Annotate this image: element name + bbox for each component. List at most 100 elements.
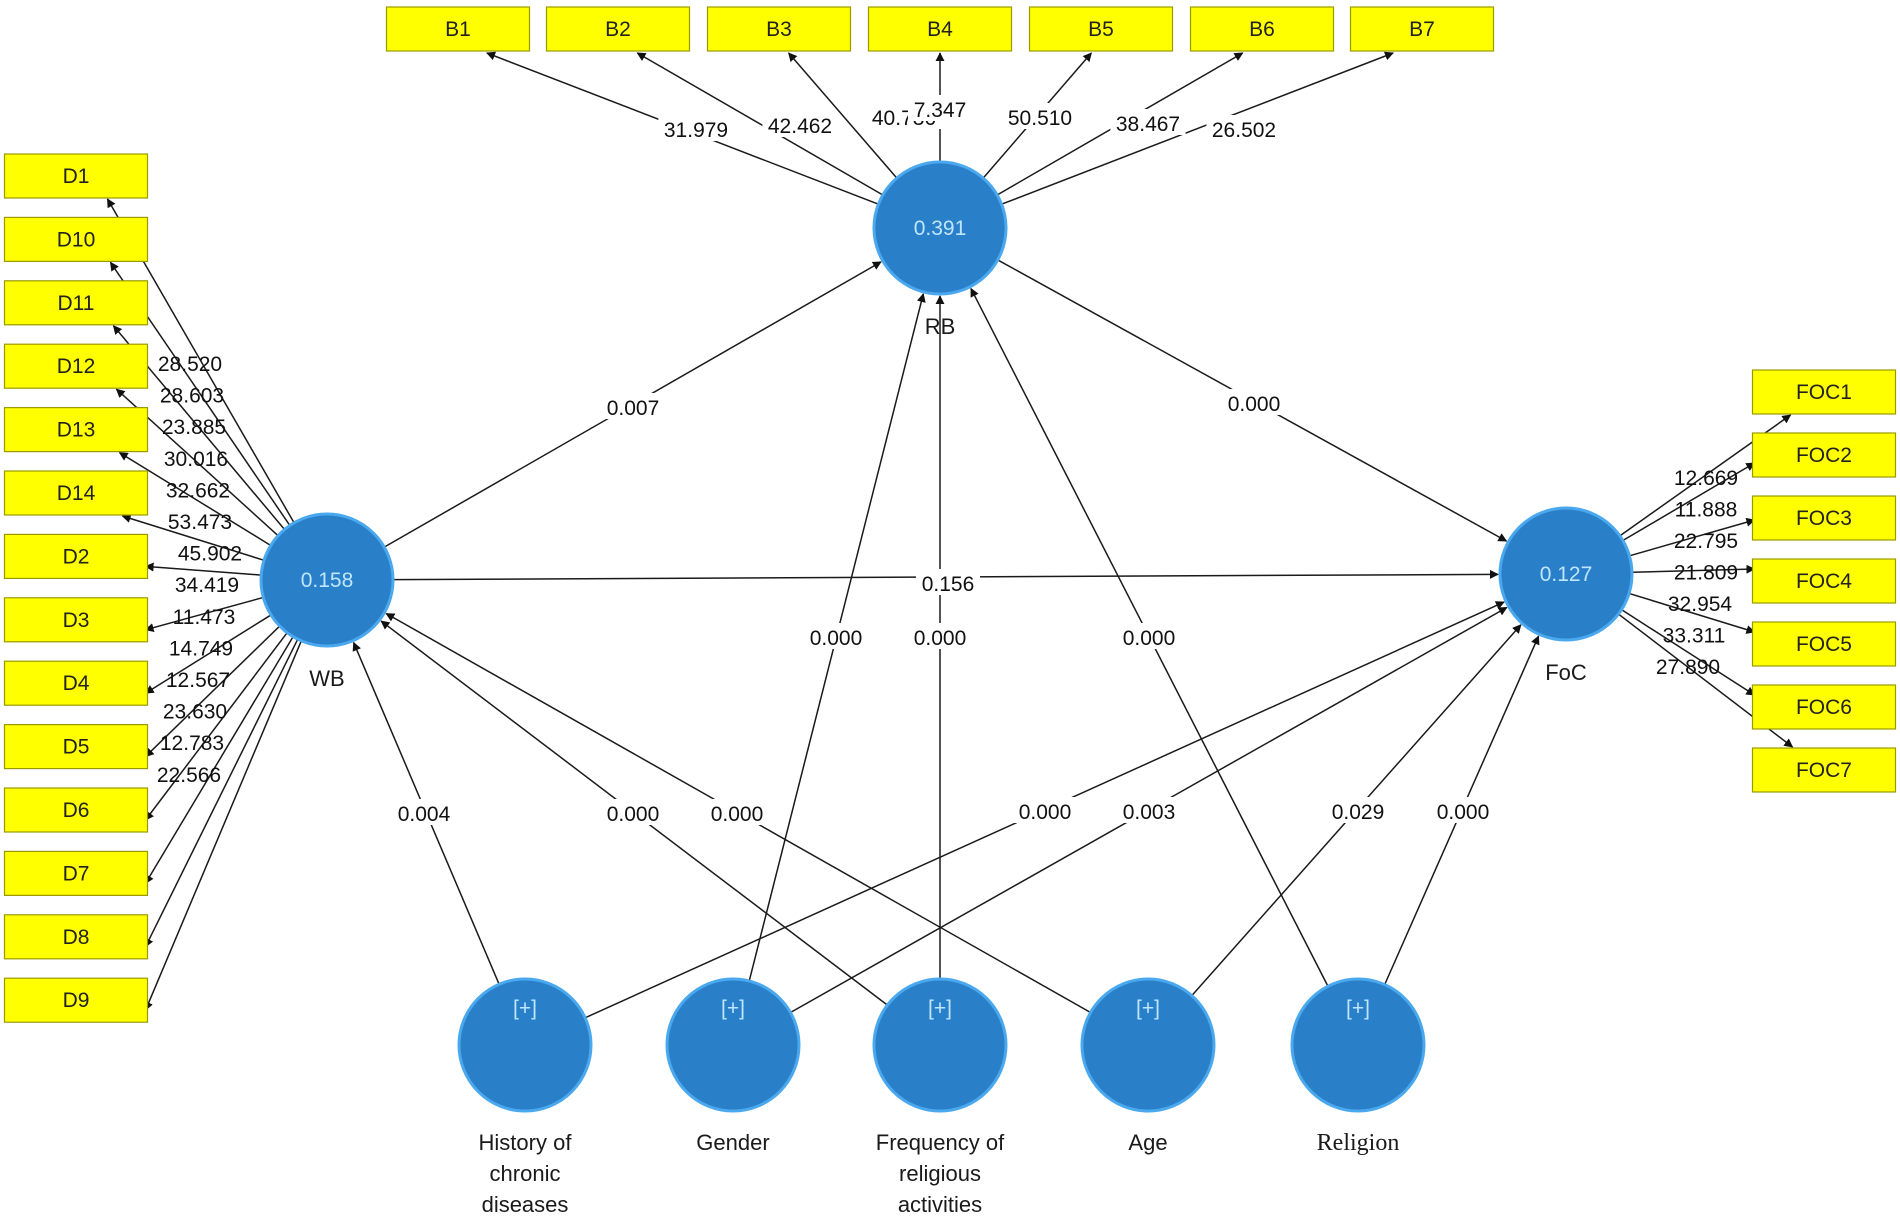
indicator-label: B4 (927, 18, 953, 41)
indicator-d8[interactable]: D8 (3, 914, 149, 960)
svg-text:32.662: 32.662 (166, 479, 230, 502)
indicator-d1[interactable]: D1 (3, 153, 149, 199)
indicator-foc3[interactable]: FOC3 (1751, 495, 1897, 541)
path-coefficient-age-wb: 0.000 (705, 799, 769, 826)
latent-circle (259, 512, 395, 648)
svg-text:45.902: 45.902 (178, 543, 242, 566)
indicator-label: FOC5 (1796, 633, 1852, 656)
indicator-b7[interactable]: B7 (1349, 6, 1495, 52)
svg-text:28.603: 28.603 (160, 385, 224, 408)
svg-text:28.520: 28.520 (158, 353, 222, 376)
loading-arrow-d7 (144, 636, 294, 885)
indicator-d6[interactable]: D6 (3, 787, 149, 833)
latent-gen[interactable]: [+]Gender (665, 977, 801, 1155)
indicator-label: FOC7 (1796, 759, 1852, 782)
indicator-box (3, 597, 149, 643)
loading-label-d8: 12.783 (160, 732, 224, 755)
svg-text:50.510: 50.510 (1008, 107, 1072, 130)
indicator-d10[interactable]: D10 (3, 216, 149, 262)
path-coefficient-rel-foc: 0.000 (1431, 797, 1495, 824)
loading-label-d9: 22.566 (157, 764, 221, 787)
indicator-b2[interactable]: B2 (545, 6, 691, 52)
indicator-foc1[interactable]: FOC1 (1751, 369, 1897, 415)
indicator-d2[interactable]: D2 (3, 533, 149, 580)
indicator-box (1751, 432, 1897, 478)
indicator-box (3, 533, 149, 580)
svg-text:0.000: 0.000 (1228, 393, 1281, 416)
indicator-foc4[interactable]: FOC4 (1751, 558, 1897, 604)
latent-circle (872, 977, 1008, 1113)
indicator-d4[interactable]: D4 (3, 660, 149, 706)
loading-label-foc7: 27.890 (1656, 656, 1720, 679)
loading-label-d14: 53.473 (168, 511, 232, 534)
loading-arrow-d5 (144, 625, 281, 758)
loading-arrow-b7 (1001, 51, 1394, 205)
svg-text:53.473: 53.473 (168, 511, 232, 534)
loading-label-d4: 11.473 (173, 606, 236, 629)
indicator-foc2[interactable]: FOC2 (1751, 432, 1897, 478)
indicator-b5[interactable]: B5 (1028, 6, 1174, 52)
indicator-b1[interactable]: B1 (385, 6, 531, 52)
latent-value: [+] (721, 997, 745, 1020)
loading-label-foc5: 32.954 (1668, 593, 1733, 616)
svg-text:0.000: 0.000 (1019, 801, 1072, 824)
loading-label-d3: 34.419 (175, 574, 239, 597)
path-coefficient-rel-rb: 0.000 (1117, 623, 1181, 650)
indicator-label: D14 (57, 482, 96, 505)
svg-text:23.630: 23.630 (163, 701, 227, 724)
indicator-label: D8 (63, 926, 90, 949)
indicator-d9[interactable]: D9 (3, 977, 149, 1023)
loading-arrow-d4 (144, 614, 272, 694)
latent-rel[interactable]: [+]Religion (1290, 977, 1426, 1156)
path-coefficient-age-foc: 0.029 (1326, 797, 1390, 824)
indicator-d12[interactable]: D12 (3, 343, 149, 389)
indicator-label: FOC2 (1796, 444, 1852, 467)
indicator-box (1751, 369, 1897, 415)
indicator-b3[interactable]: B3 (706, 6, 852, 52)
loading-label-d13: 32.662 (166, 479, 230, 502)
indicator-foc7[interactable]: FOC7 (1751, 747, 1897, 793)
indicator-d11[interactable]: D11 (3, 280, 149, 326)
path-coefficient-gen-foc: 0.003 (1117, 797, 1181, 824)
indicator-b4[interactable]: B4 (867, 6, 1013, 52)
loading-label-b5: 50.510 (1002, 103, 1078, 130)
svg-text:12.669: 12.669 (1674, 467, 1738, 490)
svg-text:0.000: 0.000 (1123, 627, 1176, 650)
loading-label-d6: 12.567 (166, 669, 230, 692)
loading-arrow-d14 (121, 514, 265, 562)
loading-label-d2: 45.902 (178, 543, 242, 566)
indicator-d5[interactable]: D5 (3, 723, 149, 770)
indicator-foc6[interactable]: FOC6 (1751, 684, 1897, 730)
latent-age[interactable]: [+]Age (1080, 977, 1216, 1155)
indicator-box (1028, 6, 1174, 52)
indicator-box (706, 6, 852, 52)
indicator-box (3, 280, 149, 326)
indicator-box (3, 216, 149, 262)
indicator-d13[interactable]: D13 (3, 407, 149, 453)
indicator-d14[interactable]: D14 (3, 470, 149, 516)
latent-circle (1290, 977, 1426, 1113)
loading-arrow-foc2 (1622, 462, 1756, 542)
svg-text:32.954: 32.954 (1668, 593, 1733, 616)
latent-circle (872, 160, 1008, 296)
loading-arrow-foc6 (1621, 609, 1756, 696)
loading-label-d7: 23.630 (163, 701, 227, 724)
indicator-d3[interactable]: D3 (3, 597, 149, 643)
svg-text:12.783: 12.783 (160, 732, 224, 755)
indicator-foc5[interactable]: FOC5 (1751, 621, 1897, 667)
indicator-label: B7 (1409, 18, 1435, 41)
indicator-box (3, 660, 149, 706)
indicator-label: B5 (1088, 18, 1114, 41)
svg-text:0.000: 0.000 (914, 627, 967, 650)
indicator-b6[interactable]: B6 (1189, 6, 1335, 52)
indicator-d7[interactable]: D7 (3, 850, 149, 897)
loading-label-b6: 38.467 (1110, 109, 1186, 136)
latent-circle (457, 977, 593, 1113)
